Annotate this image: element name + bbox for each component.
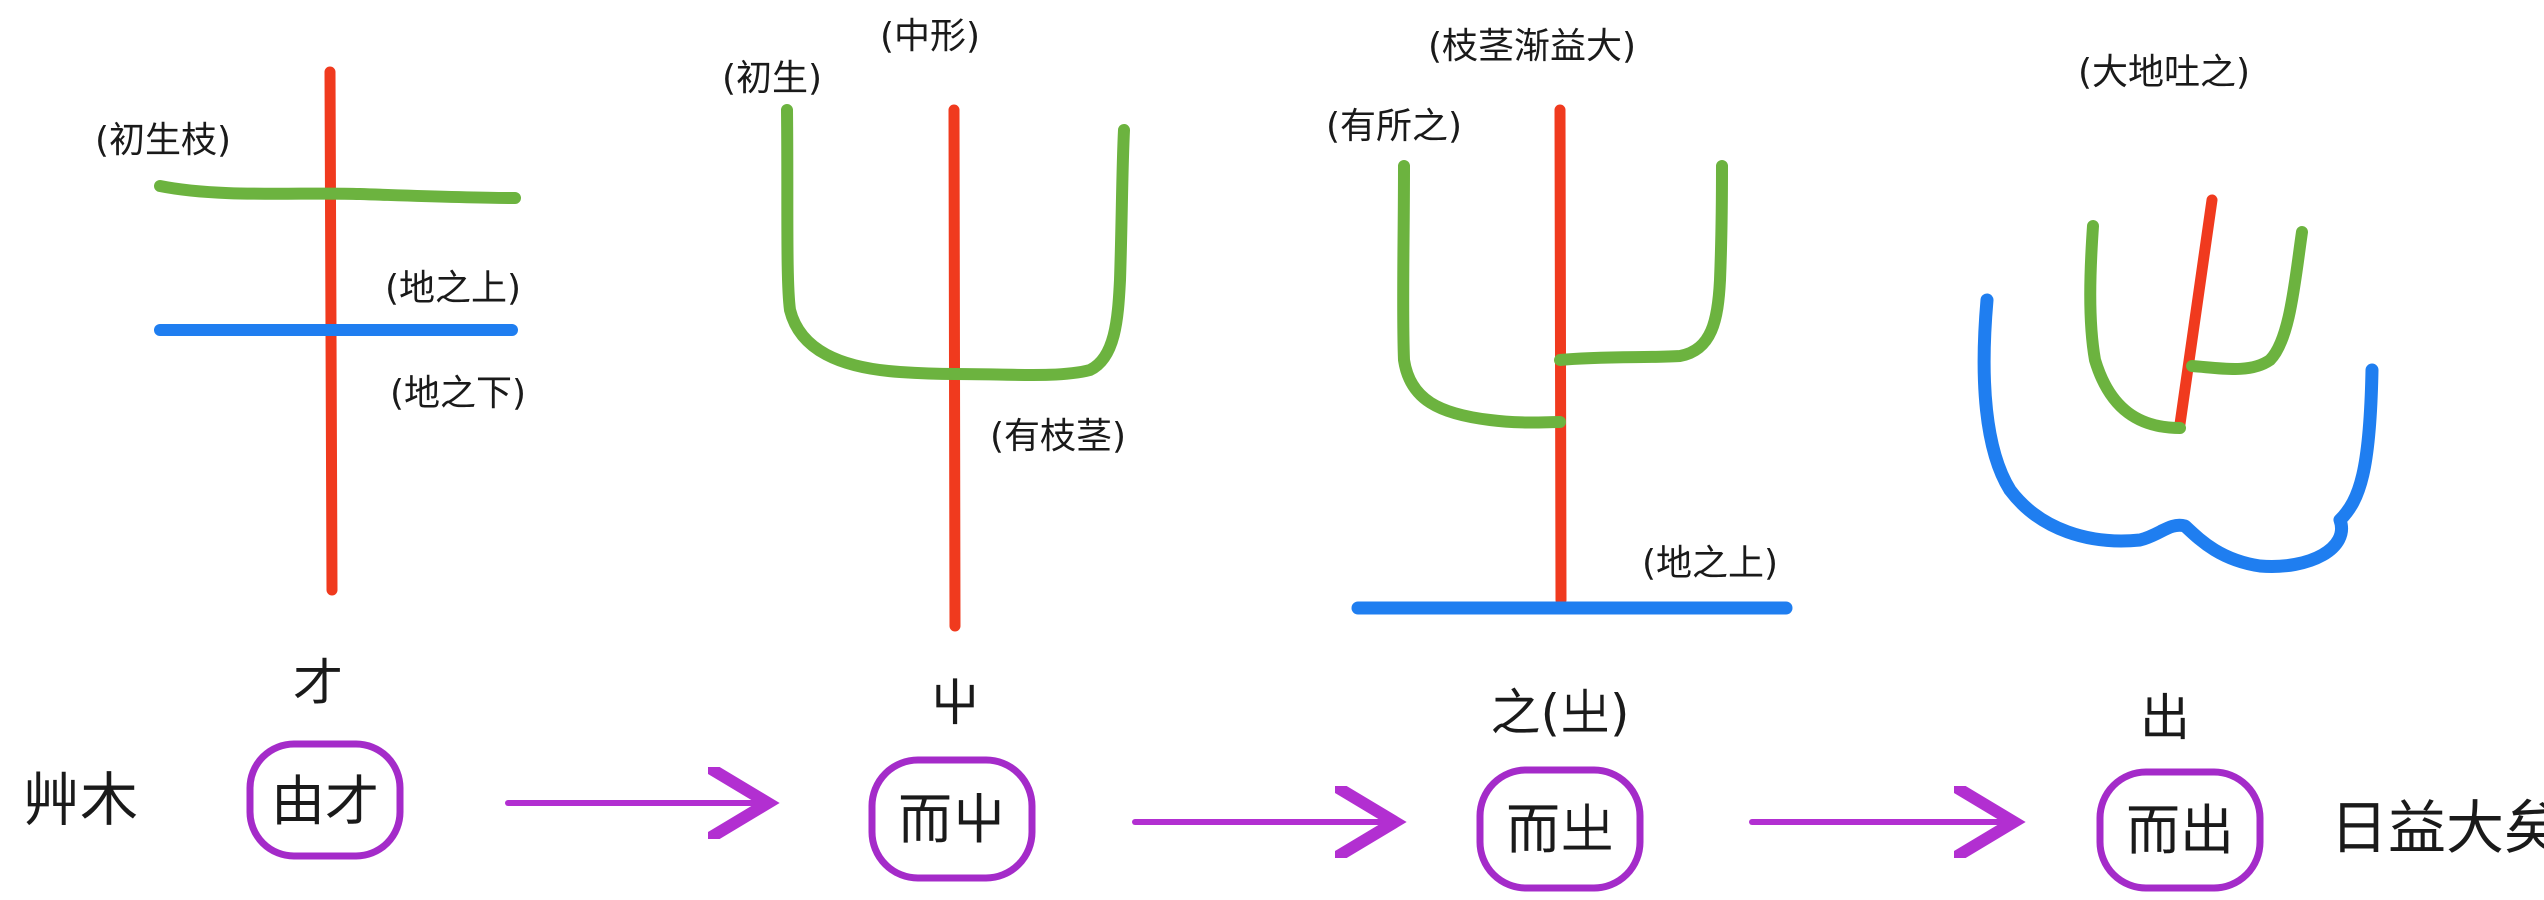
stage3-left-sprout	[1397, 160, 1566, 429]
stage2-char: 屮	[930, 674, 980, 732]
box-3: 而㞢	[1476, 766, 1644, 892]
stage4-ground-curve	[1977, 293, 2379, 573]
bottom-left-text: 艸木	[22, 766, 138, 834]
stage1-label-sprout: (初生枝)	[95, 120, 231, 161]
stage3-label-top: (枝茎渐益大)	[1428, 26, 1636, 67]
stage1-char: 才	[293, 654, 343, 712]
box-3-text: 而㞢	[1506, 798, 1614, 861]
box-2: 而屮	[868, 756, 1036, 882]
box-1: 由才	[246, 740, 404, 860]
box-4-outline	[2096, 768, 2264, 892]
stage1-sprout-branch	[154, 180, 521, 204]
stage2-label-initial: (初生)	[722, 58, 822, 99]
box-4-text: 而出	[2126, 799, 2234, 862]
stage2-label-branch: (有枝茎)	[990, 416, 1126, 457]
box-2-text: 而屮	[898, 788, 1006, 851]
box-4: 而出	[2096, 768, 2264, 892]
stage2-left-sprout	[781, 104, 961, 380]
stage3-drawing	[1351, 104, 1793, 615]
box-1-text: 由才	[271, 770, 379, 833]
stage3-char: 之(㞢)	[1490, 684, 1629, 742]
stage4-label-top: (大地吐之)	[2078, 52, 2250, 93]
stage4-char: 出	[2140, 689, 2190, 747]
stage3-label-left: (有所之)	[1326, 106, 1462, 147]
stage3-label-ground: (地之上)	[1642, 543, 1778, 584]
box-2-outline	[868, 756, 1036, 882]
stage4-left-sprout	[2084, 220, 2186, 434]
box-3-outline	[1476, 766, 1644, 892]
stage2-drawing	[781, 104, 1130, 632]
stage1-drawing	[154, 66, 521, 596]
stage2-label-top: (中形)	[880, 16, 980, 57]
stage3-right-sprout	[1554, 160, 1728, 366]
stage4-drawing	[1977, 194, 2379, 573]
stage2-right-sprout	[949, 124, 1130, 381]
bottom-right-text: 日益大矣	[2330, 794, 2544, 862]
stage1-label-below: (地之下)	[390, 373, 526, 414]
stage4-right-sprout	[2186, 226, 2308, 375]
stage1-label-above: (地之上)	[385, 268, 521, 309]
box-1-outline	[246, 740, 404, 860]
stage4-stem	[2174, 194, 2218, 430]
